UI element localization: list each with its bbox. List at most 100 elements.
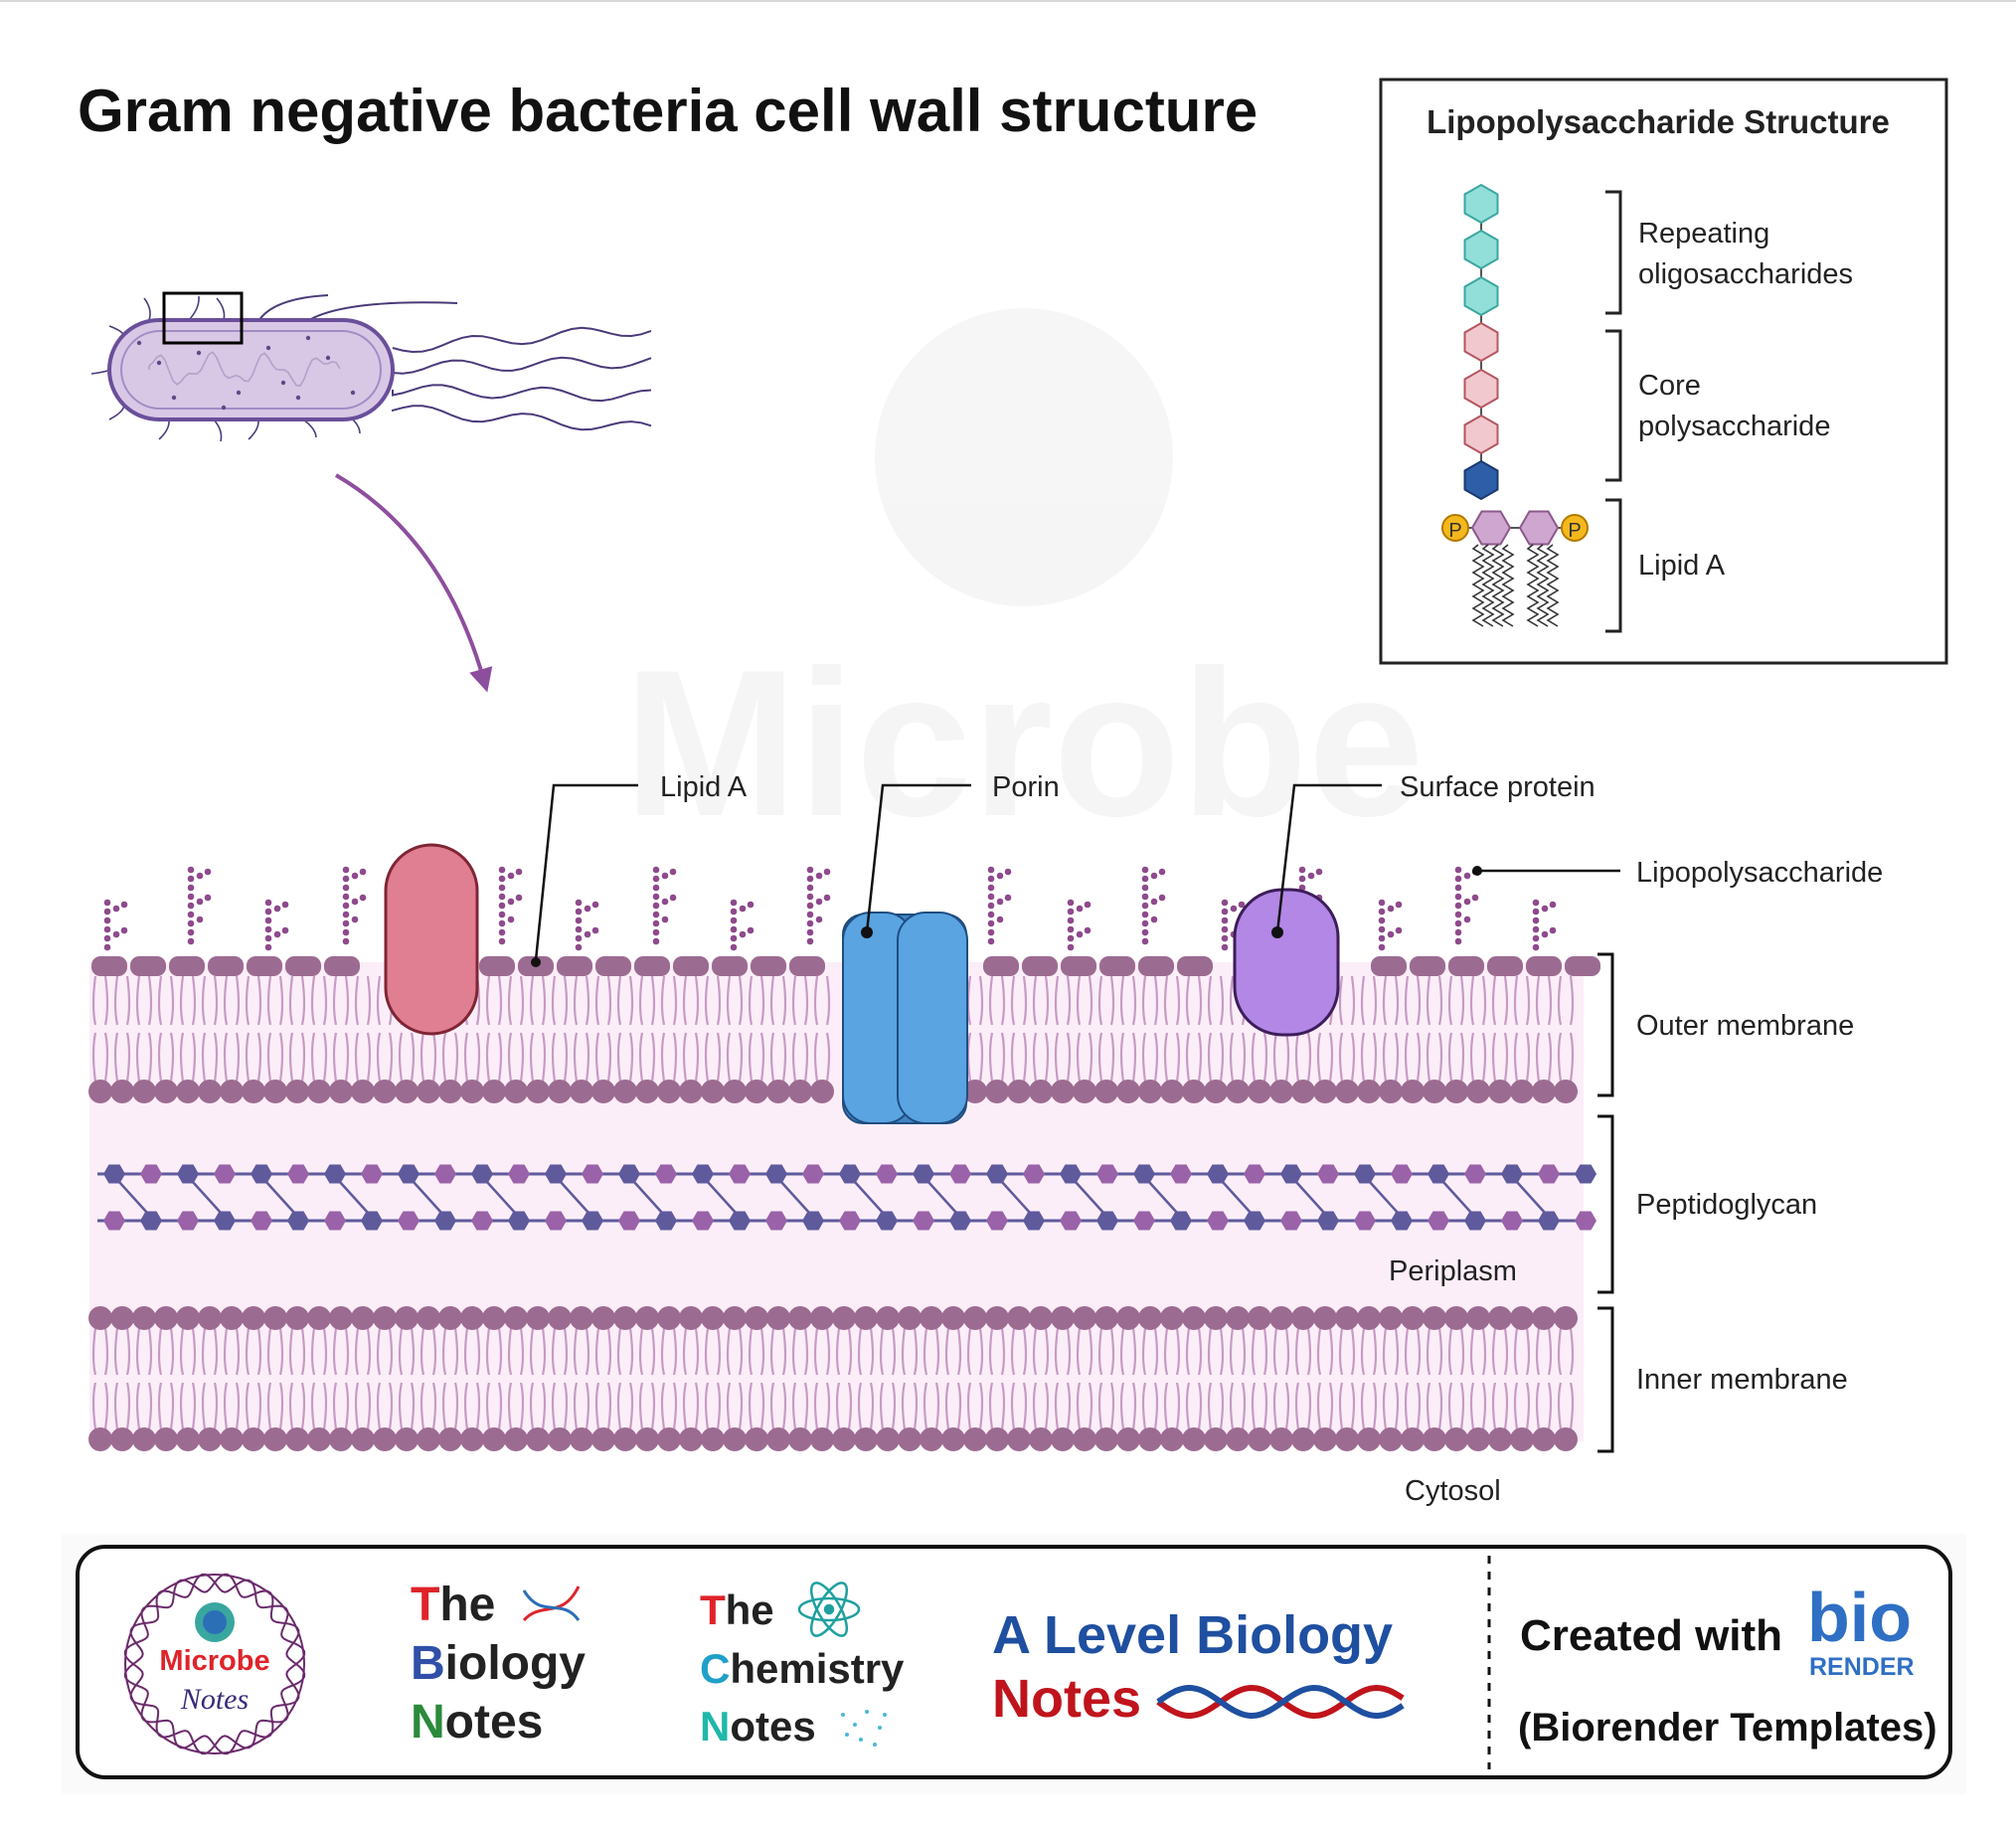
lipid-head (766, 1427, 790, 1451)
lipid-tail (169, 1327, 175, 1376)
lipid-tail (606, 1382, 612, 1430)
phosphate-circle (1441, 514, 1469, 542)
lipid-tail (1219, 1382, 1225, 1430)
lps-sugar (187, 866, 195, 874)
lps-sugar (342, 919, 350, 927)
pg-sugar (1170, 1164, 1192, 1184)
pilus (108, 405, 125, 420)
lipid-tail (485, 1327, 491, 1376)
lps-branch (1541, 905, 1549, 913)
sugar-hexagon (1463, 459, 1499, 501)
lipid-tail (923, 1382, 928, 1430)
lipid-tail (1491, 1032, 1497, 1083)
lipid-tail (213, 1382, 219, 1430)
lipid-tail (485, 1382, 491, 1430)
lipid-tail (759, 1382, 765, 1430)
lipid-tail (672, 1032, 678, 1083)
lipid-tail (1262, 1382, 1268, 1430)
lps-sugar (187, 893, 195, 901)
pg-sugar (1023, 1211, 1045, 1231)
pg-sugar (1023, 1164, 1045, 1184)
lipid-tail (585, 975, 590, 1026)
lipid-tail (1316, 1327, 1322, 1376)
lps-branch (747, 901, 755, 909)
lipid-tail (529, 1032, 535, 1083)
lps-sugar (103, 925, 111, 933)
lipid-tail (1350, 1327, 1356, 1376)
pg-sugar (1244, 1164, 1265, 1184)
microbe-notes-word2: Notes (180, 1683, 249, 1716)
lps-panel-title: Lipopolysaccharide Structure (1427, 103, 1890, 140)
lipid-tail (1404, 975, 1410, 1026)
lipid-tail (332, 1382, 338, 1430)
lipid-tail (1404, 1327, 1410, 1376)
lipid-tail (1088, 1032, 1093, 1083)
lipid-head (132, 1080, 156, 1103)
lipid-tail (1481, 1327, 1487, 1376)
fatty-acid-tail (1526, 544, 1540, 627)
lipid-head (242, 1080, 265, 1103)
lipid-tail (813, 1327, 819, 1376)
pg-sugar (324, 1164, 346, 1184)
lipid-tail (410, 1032, 416, 1083)
lipid-head (460, 1080, 484, 1103)
lipid-head (1510, 1306, 1534, 1330)
lps-sugar (498, 919, 506, 927)
lps-sugar (652, 911, 660, 918)
surface-protein (1233, 888, 1340, 1037)
lipid-tail (1054, 975, 1060, 1026)
lipid-head (1357, 1306, 1381, 1330)
lipid-head (920, 1306, 943, 1330)
lipid-tail (519, 975, 525, 1026)
lps-branch (1230, 905, 1238, 913)
lipid-tail (1207, 975, 1213, 1026)
lipid-tail (573, 1382, 579, 1430)
lipid-tail (1153, 1327, 1159, 1376)
lipid-tail (256, 1327, 262, 1376)
lipid-tail (616, 1382, 622, 1430)
lipid-tail (1513, 1032, 1519, 1083)
lps-branch (507, 872, 515, 880)
peptide-crosslink (853, 1180, 884, 1214)
lipid-tail (1350, 975, 1356, 1026)
lps-branch (591, 901, 599, 909)
pg-sugar (582, 1211, 603, 1231)
lipid-tail (1447, 1327, 1453, 1376)
lipid-tail (278, 1327, 284, 1376)
lipid-tail (125, 975, 131, 1026)
lipid-tail (497, 1382, 503, 1430)
lipid-tail (606, 1327, 612, 1376)
pilus (302, 418, 317, 438)
lipid-tail (1054, 1327, 1060, 1376)
lipid-a-block (789, 956, 825, 976)
label-outer-membrane: Outer membrane (1636, 1010, 1854, 1042)
lipid-tail (803, 1032, 809, 1083)
pg-sugar (177, 1164, 199, 1184)
phosphate-label: P (1448, 520, 1461, 542)
lipid-tail (1197, 975, 1203, 1026)
lipid-tail (245, 1032, 251, 1083)
lipid-head (263, 1080, 287, 1103)
lps-sugar (1532, 934, 1540, 942)
pg-sugar (839, 1164, 861, 1184)
lipid-tail (944, 1382, 950, 1430)
peptide-crosslink (412, 1180, 442, 1214)
lipid-tail (628, 1327, 634, 1376)
lipid-head (1423, 1427, 1446, 1451)
lipid-head (1160, 1427, 1184, 1451)
pg-sugar (140, 1211, 162, 1231)
lipid-head (657, 1080, 681, 1103)
pg-sugar (1207, 1211, 1229, 1231)
lps-sugar (1454, 875, 1462, 883)
lipid-tail (726, 1327, 732, 1376)
lps-sugar (652, 866, 660, 874)
lipid-tail (628, 975, 634, 1026)
lipid-head (1488, 1080, 1512, 1103)
lipid-tail (847, 1327, 853, 1376)
lipid-head (635, 1306, 659, 1330)
pilus (90, 369, 110, 375)
lipid-tail (1044, 1327, 1050, 1376)
lipid-tail (660, 1382, 666, 1430)
pg-sugar (434, 1211, 456, 1231)
lipid-head (242, 1427, 265, 1451)
